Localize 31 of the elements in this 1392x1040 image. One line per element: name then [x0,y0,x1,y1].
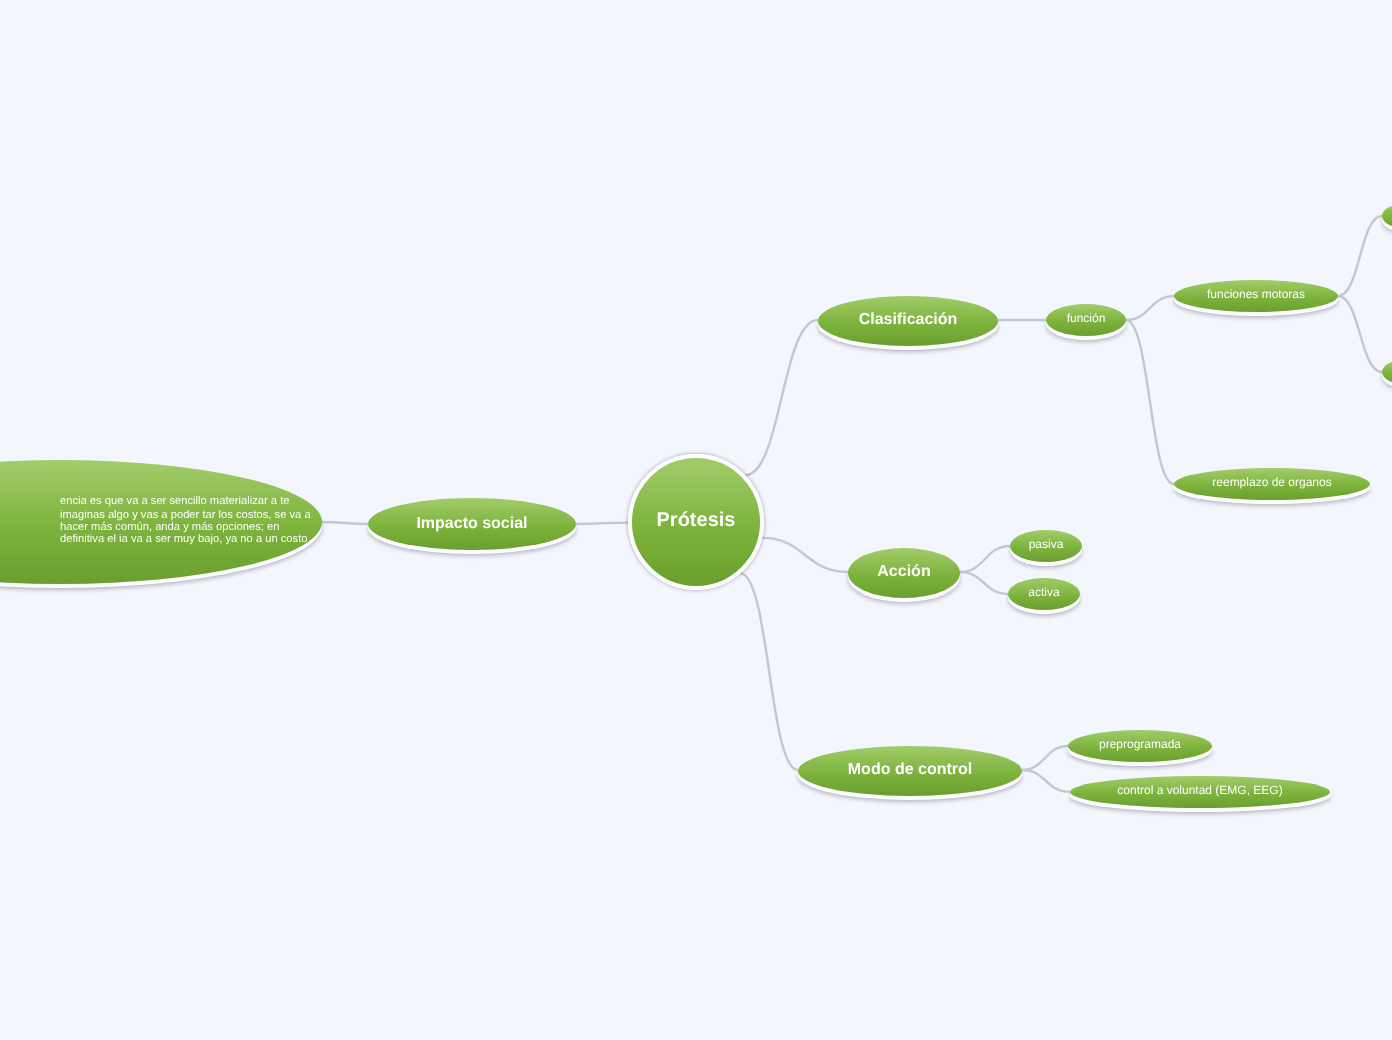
connector-line [1021,744,1069,772]
topic-ellipse [818,295,998,345]
topic-label: Impacto social [416,514,528,534]
topic-ellipse [848,547,960,597]
connector-line [998,318,1046,322]
topic-label: Acción [877,562,931,582]
topic-ellipse [1174,468,1370,500]
topic-label: Prótesis [656,510,736,534]
topic-ellipse [1070,776,1330,808]
connector-line [1021,768,1071,794]
topic-label: Clasificación [858,310,958,330]
connector-line [322,520,368,526]
topic-ellipse [798,745,1022,795]
connector-line [739,572,799,772]
topic-label: Modo de control [847,760,973,780]
topic-ellipse [1008,578,1080,610]
connector-line [1337,214,1383,298]
connector-line [1125,294,1175,322]
topic-ellipse [1174,280,1338,312]
topic-ellipse [1046,304,1126,336]
connector-line [744,318,819,477]
connector-line [1125,318,1175,486]
topic-ellipse [1068,730,1212,762]
topic-ellipse [1010,530,1082,562]
topic-ellipse [368,498,576,550]
connector-line [576,521,628,526]
connector-line [762,536,849,574]
connector-line [959,544,1011,574]
connector-line [959,570,1009,596]
connector-line [1337,294,1383,374]
central-topic-circle [628,454,764,590]
